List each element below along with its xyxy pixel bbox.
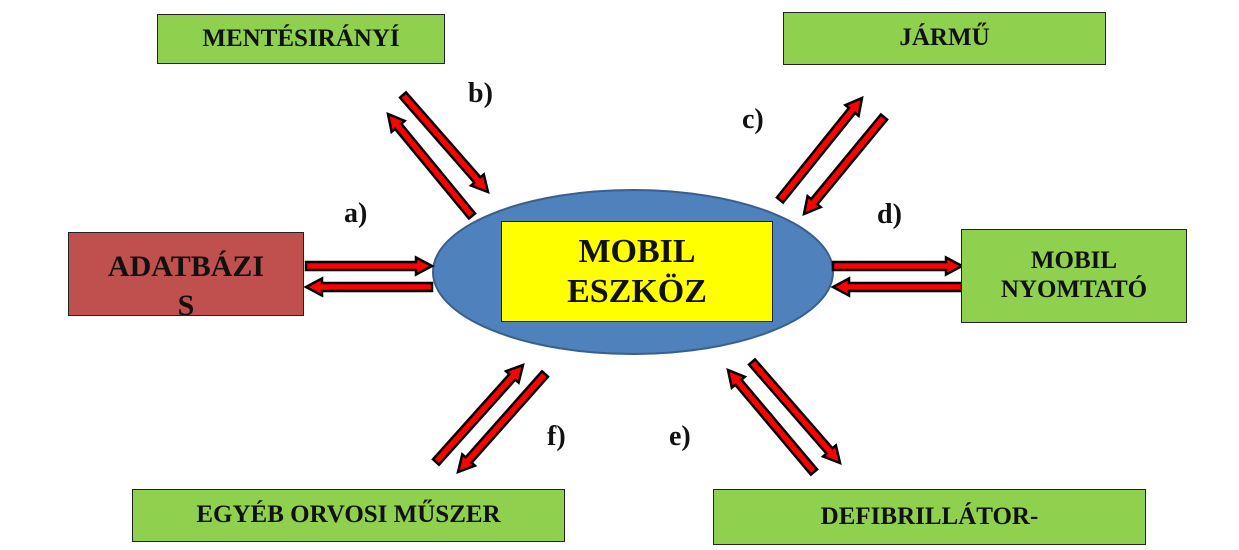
node-jarmu: JÁRMŰ xyxy=(783,12,1106,65)
arrow-f-to-center xyxy=(431,363,525,467)
center-box-label: MOBIL ESZKÖZ xyxy=(567,233,707,310)
node-mentesiranyito: MENTÉSIRÁNYÍ xyxy=(157,14,445,64)
arrow-e-to-center xyxy=(726,367,819,477)
label-c: c) xyxy=(742,104,764,135)
label-f: f) xyxy=(547,421,566,452)
arrow-c-to-vehicle xyxy=(775,95,864,205)
label-a: a) xyxy=(344,198,368,229)
node-adatbazis: ADATBÁZI S xyxy=(68,232,304,316)
arrow-e-to-defibrillator xyxy=(747,357,842,466)
arrow-d-to-printer xyxy=(831,255,965,277)
arrow-f-to-device xyxy=(456,369,550,474)
arrows-group xyxy=(303,90,965,477)
arrow-b-to-dispatch xyxy=(386,111,477,221)
arrow-d-to-center xyxy=(830,276,964,298)
label-e: e) xyxy=(669,421,691,452)
node-mobil-nyomtato: MOBIL NYOMTATÓ xyxy=(961,229,1187,323)
label-b: b) xyxy=(468,78,493,109)
label-d: d) xyxy=(877,199,902,230)
node-defibrillator-label: DEFIBRILLÁTOR- xyxy=(820,502,1039,530)
node-egyeb-orvosi-muszer: EGYÉB ORVOSI MŰSZER xyxy=(132,489,565,542)
node-jarmu-label: JÁRMŰ xyxy=(899,24,990,52)
center-box: MOBIL ESZKÖZ xyxy=(501,221,773,322)
node-mentesiranyito-label: MENTÉSIRÁNYÍ xyxy=(202,24,400,52)
arrow-a-to-database xyxy=(303,276,434,298)
arrow-c-to-center xyxy=(802,112,889,217)
node-defibrillator: DEFIBRILLÁTOR- xyxy=(713,489,1146,545)
arrow-b-to-center xyxy=(398,90,490,195)
node-adatbazis-label: ADATBÁZI S xyxy=(107,250,265,316)
node-mobil-nyomtato-label: MOBIL NYOMTATÓ xyxy=(1000,247,1148,303)
node-egyeb-orvosi-muszer-label: EGYÉB ORVOSI MŰSZER xyxy=(196,501,501,529)
arrow-a-to-center xyxy=(304,255,435,277)
